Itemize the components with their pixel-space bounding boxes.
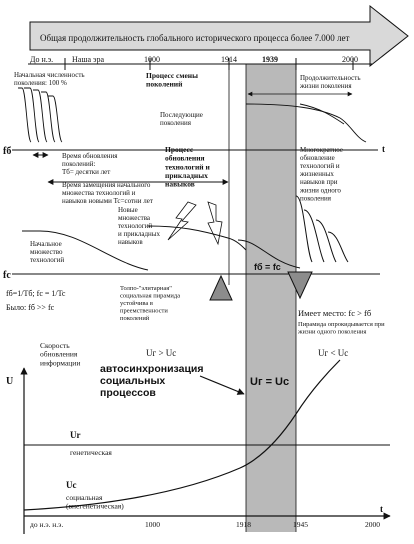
top-axis-nasha-era: Наша эра [72, 55, 104, 64]
top-t-label: t [382, 144, 385, 154]
uc-curve [23, 359, 341, 511]
tech-curves [22, 195, 349, 271]
banner-text: Общая продолжительность глобального исто… [40, 33, 349, 43]
tech-curve-new-2 [237, 239, 301, 269]
tech-curve-new-1 [147, 225, 247, 251]
bottom-axis-2000: 2000 [365, 520, 380, 529]
bottom-axis-do-ne: до н.э. н.э. [30, 520, 63, 529]
fb-axis-label: fб [3, 146, 11, 157]
bottom-axis-1918: 1918 [236, 520, 251, 529]
top-axis-1914: 1914 [221, 55, 237, 64]
generation-curve-6 [245, 103, 367, 143]
lightning-arrow-left [167, 201, 197, 241]
tech-curve-fast-4 [327, 231, 349, 263]
ur-eq-uc: Uг = Uc [250, 376, 289, 388]
tech-curve-fast-2 [303, 209, 325, 263]
pyramid-stable [209, 274, 233, 301]
ur-label: Ur [70, 430, 81, 440]
now-condition: Имеет место: fc > fб [298, 308, 371, 318]
frequency-formula: fб=1/Tб; fc = 1/Tc [6, 289, 66, 298]
social-label: социальная(внегенетическая) [66, 493, 124, 511]
generation-curve-5 [48, 95, 63, 143]
banner-arrow [29, 4, 409, 68]
top-axis-do-ne: До н.э. [30, 55, 53, 64]
bottom-t-label: t [380, 504, 383, 514]
pyramid-inverted [287, 271, 313, 300]
uc-label: Uc [66, 480, 77, 490]
generation-curve-3 [33, 89, 48, 143]
ur-gt-uc: Uг > Uc [146, 348, 176, 358]
fb-eq-fc-label: fб = fc [254, 262, 281, 272]
generation-curve-2 [24, 87, 40, 143]
genetic-label: генетическая [70, 448, 112, 457]
ur-lt-uc: Uг < Uc [318, 348, 348, 358]
autosync-arrow [199, 375, 245, 395]
generation-curve-7 [299, 103, 345, 125]
u-axis-label: U [6, 376, 13, 387]
top-axis-2000: 2000 [342, 55, 358, 64]
tech-curve-initial [22, 230, 149, 271]
generation-curve-4 [41, 91, 56, 143]
tech-curve-fast-1 [295, 195, 313, 263]
generation-curve-1 [18, 87, 32, 143]
generation-curves [18, 87, 367, 143]
bottom-axis-1945: 1945 [293, 520, 308, 529]
top-axis-1939: 1939 [262, 55, 278, 64]
shaded-band [246, 64, 296, 532]
bottom-axis-1000: 1000 [145, 520, 160, 529]
top-axis-1000: 1000 [144, 55, 160, 64]
fc-axis-label: fc [3, 270, 11, 281]
tech-curve-fast-3 [315, 219, 337, 263]
was-condition: Было: fб >> fc [6, 303, 55, 312]
lightning-arrow-right [207, 201, 223, 246]
